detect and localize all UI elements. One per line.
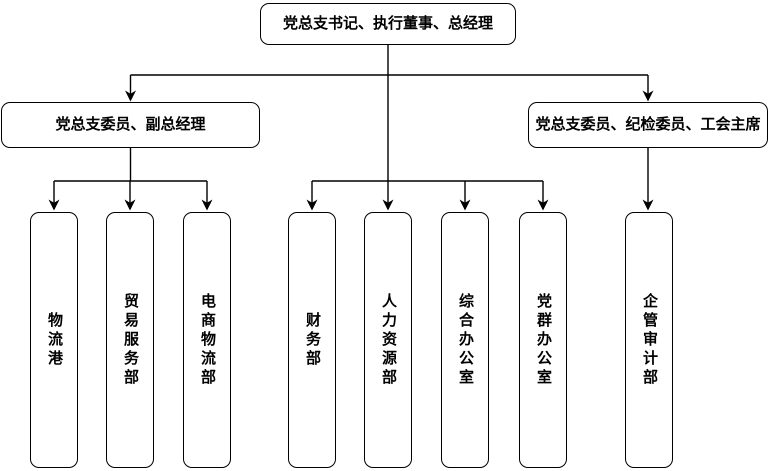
node-general-office-label: 综合办公室 [457,292,474,388]
node-party-masses-office: 党群办公室 [519,212,567,468]
node-enterprise-audit-dept-label: 企管审计部 [641,292,658,388]
node-root: 党总支书记、执行董事、总经理 [260,3,516,45]
node-hr-dept-label: 人力资源部 [380,292,397,388]
node-ecommerce-logistics-dept-label: 电商物流部 [199,292,216,388]
node-enterprise-audit-dept: 企管审计部 [625,212,673,468]
node-branch-right: 党总支委员、纪检委员、工会主席 [528,102,768,148]
node-root-label: 党总支书记、执行董事、总经理 [282,15,493,32]
node-branch-right-label: 党总支委员、纪检委员、工会主席 [535,116,761,133]
node-trade-services-dept: 贸易服务部 [106,212,154,468]
node-branch-left-label: 党总支委员、副总经理 [55,116,206,133]
node-general-office: 综合办公室 [441,212,489,468]
node-party-masses-office-label: 党群办公室 [535,292,552,388]
node-branch-left: 党总支委员、副总经理 [1,102,260,148]
node-trade-services-dept-label: 贸易服务部 [122,292,139,388]
node-finance-dept-label: 财务部 [304,311,321,369]
node-ecommerce-logistics-dept: 电商物流部 [183,212,231,468]
node-finance-dept: 财务部 [288,212,336,468]
node-logistics-port-label: 物流港 [46,311,63,369]
node-logistics-port: 物流港 [30,212,78,468]
node-hr-dept: 人力资源部 [364,212,412,468]
